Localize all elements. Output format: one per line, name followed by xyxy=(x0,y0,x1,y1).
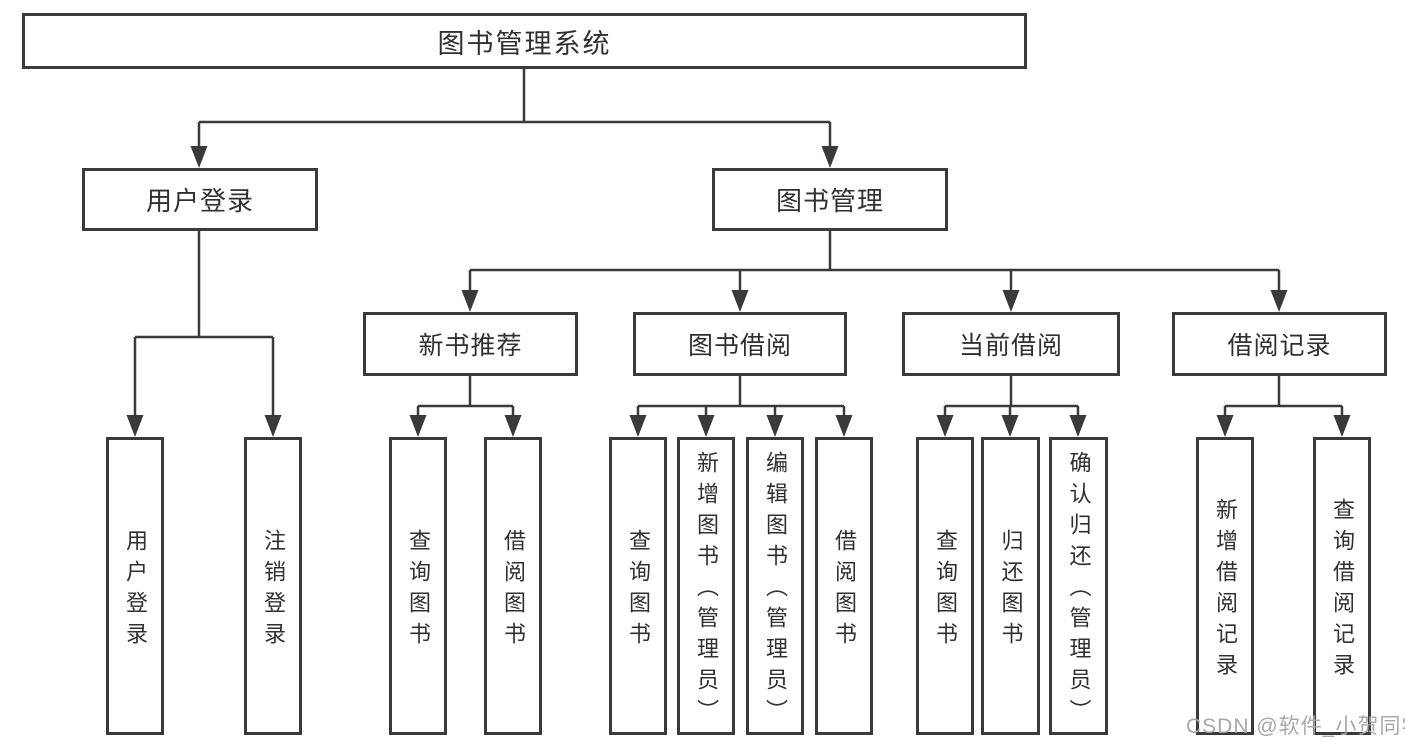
node-label: 图书管理 xyxy=(775,186,884,216)
leaf-add-borrow-record: 新增借阅记录 xyxy=(1196,437,1254,735)
node-book-borrowing: 图书借阅 xyxy=(633,312,847,376)
leaf-query-books-current: 查询图书 xyxy=(916,437,974,735)
node-label: 查询借阅记录 xyxy=(1330,497,1355,684)
node-label: 用户登录 xyxy=(123,528,148,653)
node-label: 新增借阅记录 xyxy=(1213,497,1238,684)
csdn-watermark: CSDN @软件_小贺同学 xyxy=(1186,715,1405,738)
leaf-borrow-books: 借阅图书 xyxy=(815,437,873,735)
node-label: 注销登录 xyxy=(261,528,286,653)
leaf-logout: 注销登录 xyxy=(244,437,302,735)
leaf-return-books: 归还图书 xyxy=(981,437,1040,735)
node-label: 图书借阅 xyxy=(687,332,792,360)
leaf-query-books-borrowing: 查询图书 xyxy=(609,437,667,735)
node-label: 新书推荐 xyxy=(418,332,523,360)
node-library-management-system: 图书管理系统 xyxy=(22,13,1027,69)
node-label: 编辑图书（管理员） xyxy=(763,451,788,730)
leaf-user-login: 用户登录 xyxy=(106,437,164,735)
leaf-borrow-books-recommend: 借阅图书 xyxy=(484,437,542,735)
node-label: 归还图书 xyxy=(998,528,1024,653)
arrow-heads xyxy=(126,146,1351,437)
node-label: 新增图书（管理员） xyxy=(694,451,719,730)
node-current-borrowing: 当前借阅 xyxy=(902,312,1120,376)
node-label: 确认归还（管理员） xyxy=(1066,451,1092,730)
node-label: 图书管理系统 xyxy=(437,28,612,59)
node-label: 借阅记录 xyxy=(1227,332,1332,360)
leaf-query-borrow-record: 查询借阅记录 xyxy=(1313,437,1371,735)
node-label: 查询图书 xyxy=(626,528,651,653)
node-book-management: 图书管理 xyxy=(712,168,948,231)
node-label: 当前借阅 xyxy=(958,332,1063,360)
node-user-login: 用户登录 xyxy=(82,168,318,231)
node-label: 查询图书 xyxy=(933,528,958,653)
node-new-book-recommend: 新书推荐 xyxy=(363,312,578,376)
node-label: 借阅图书 xyxy=(832,528,857,653)
node-label: 查询图书 xyxy=(406,528,431,653)
node-label: 借阅图书 xyxy=(501,528,526,653)
leaf-add-books-admin: 新增图书（管理员） xyxy=(677,437,735,735)
node-borrowing-records: 借阅记录 xyxy=(1172,312,1387,376)
leaf-edit-books-admin: 编辑图书（管理员） xyxy=(746,437,804,735)
leaf-confirm-return-admin: 确认归还（管理员） xyxy=(1049,437,1108,735)
node-label: 用户登录 xyxy=(145,186,254,216)
leaf-query-books-recommend: 查询图书 xyxy=(389,437,447,735)
tree-edges xyxy=(133,69,1344,418)
